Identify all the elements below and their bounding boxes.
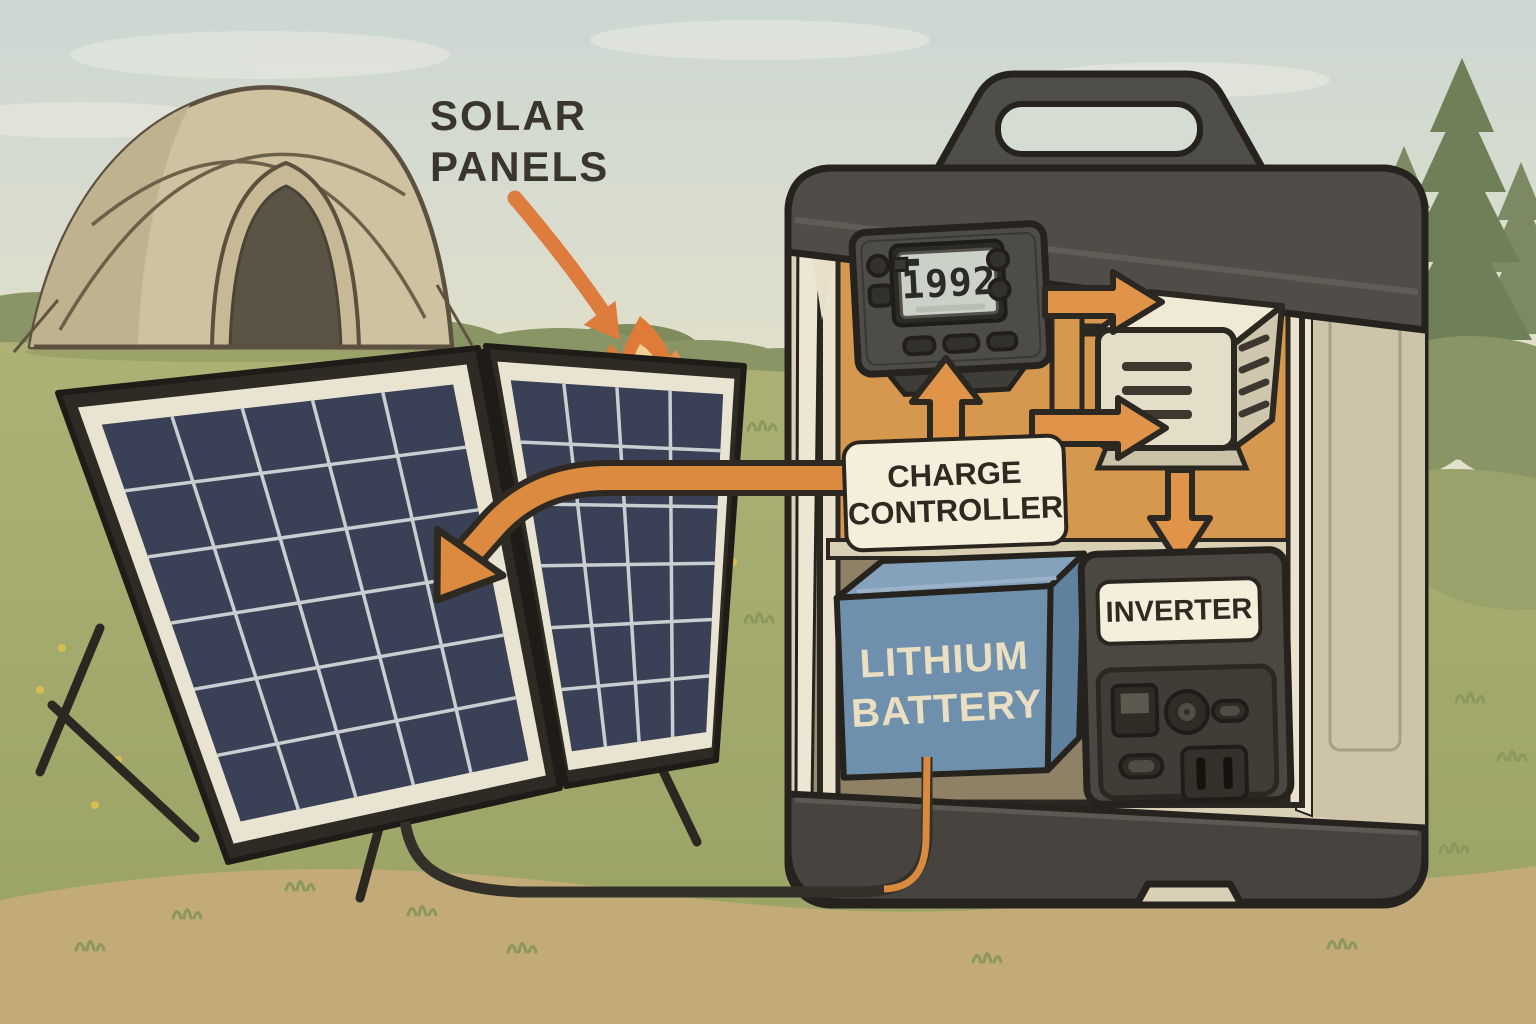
solar-panel-right [483,343,747,789]
station-side-panel [1312,214,1425,830]
station-base [784,790,1429,906]
panel-hinge [479,348,566,787]
flow-arrow-station-to-panels [433,460,852,604]
solar-panels-label: SOLAR PANELS [430,92,610,191]
tent [12,85,474,362]
handle-grip-hole [995,101,1203,157]
tent-opening [228,184,343,349]
controller-buttons [866,247,1019,357]
power-cable [399,756,933,898]
usb-c-port-1 [1210,698,1249,724]
inverter-label: INVERTER [1095,575,1263,647]
solar-pointer-arrow [507,190,620,340]
flow-arrow-down-to-outlet-module [1147,467,1213,568]
dc-output-port [1163,688,1210,735]
flow-arrow-controller-to-inverter [1042,269,1165,335]
charge-controller-device [848,220,1054,398]
charge-controller-label: CHARGE CONTROLLER [841,433,1069,553]
lithium-battery-label: LITHIUM BATTERY [850,633,1044,736]
inverter-unit [1094,289,1285,471]
lithium-battery [833,550,1087,781]
usb-c-port-2 [1118,752,1165,780]
station-top-cap [784,164,1429,334]
usb-a-port [1110,682,1160,738]
solar-panel-left [55,345,563,865]
lcd-display-value: 1992 [900,258,998,308]
ac-outlet [1180,744,1250,802]
